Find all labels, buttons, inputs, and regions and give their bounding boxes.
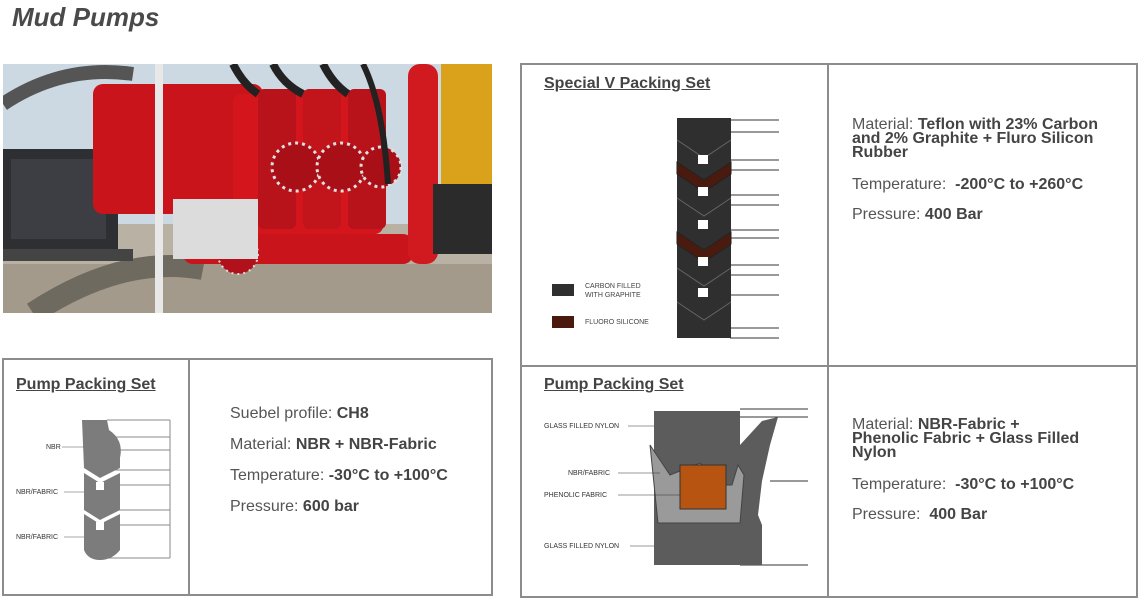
spec-pressure: Pressure: 600 bar [230, 498, 359, 515]
label-nbr-fabric: NBR/FABRIC [568, 470, 610, 477]
pump-packing-right-temperature: Temperature: -30°C to +100°C [852, 476, 1075, 493]
label-nbr: NBR [46, 444, 61, 451]
label-phenolic: PHENOLIC FABRIC [544, 492, 607, 499]
spec-profile: Suebel profile: CH8 [230, 405, 369, 422]
legend-carbon-line2: WITH GRAPHITE [585, 292, 641, 299]
special-v-temperature: Temperature: -200°C to +260°C [852, 176, 1084, 193]
special-v-material: Material: Teflon with 23% Carbon and 2% … [852, 116, 1098, 161]
pump-packing-right-heading: Pump Packing Set [544, 376, 684, 393]
legend-carbon-line1: CARBON FILLED [585, 283, 641, 290]
right-spec-table [520, 63, 1138, 598]
label-nbr-fabric-1: NBR/FABRIC [16, 489, 58, 496]
legend-swatch-fluoro [552, 316, 574, 328]
label-gfn-bottom: GLASS FILLED NYLON [544, 543, 619, 550]
label-gfn-top: GLASS FILLED NYLON [544, 423, 619, 430]
spec-material: Material: NBR + NBR-Fabric [230, 436, 437, 453]
special-v-diagram: CARBON FILLED WITH GRAPHITE FLUORO SILIC… [552, 118, 779, 339]
ch8-profile-diagram: NBR NBR/FABRIC NBR/FABRIC [16, 419, 171, 560]
mud-pump-photo [3, 64, 492, 313]
page-title: Mud Pumps [12, 2, 160, 32]
pump-packing-left-panel [2, 358, 493, 596]
special-v-pressure: Pressure: 400 Bar [852, 206, 983, 223]
special-v-heading: Special V Packing Set [544, 75, 711, 92]
spec-temperature: Temperature: -30°C to +100°C [230, 467, 448, 484]
pump-packing-right-material: Material: NBR-Fabric + Phenolic Fabric +… [852, 416, 1080, 461]
pump-packing-right-pressure: Pressure: 400 Bar [852, 506, 988, 523]
legend-fluoro: FLUORO SILICONE [585, 319, 649, 326]
legend-swatch-carbon [552, 284, 574, 296]
label-nbr-fabric-2: NBR/FABRIC [16, 534, 58, 541]
pump-packing-left-heading: Pump Packing Set [16, 376, 156, 393]
pump-packing-right-diagram: GLASS FILLED NYLON NBR/FABRIC PHENOLIC F… [544, 408, 808, 566]
